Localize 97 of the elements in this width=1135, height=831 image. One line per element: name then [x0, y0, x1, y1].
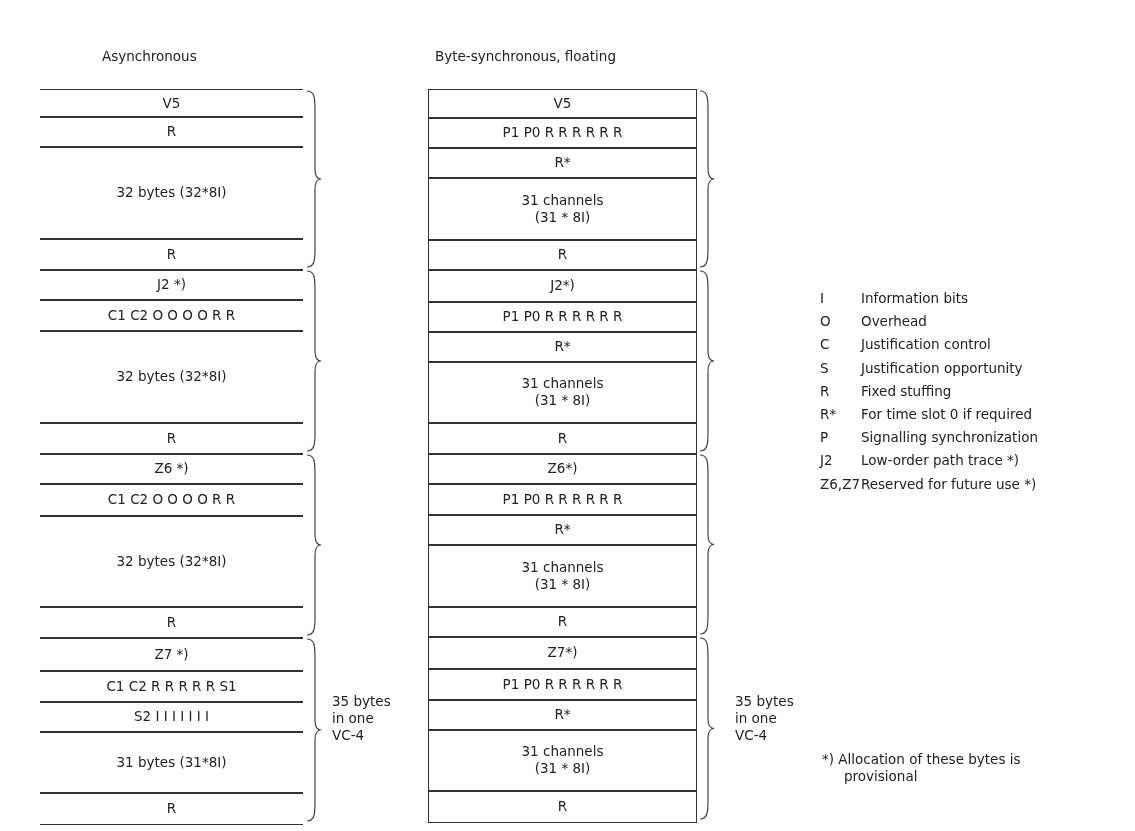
legend-description: Justification opportunity	[861, 359, 1023, 377]
legend-symbol: S	[820, 359, 829, 377]
table-row	[428, 331, 697, 363]
row-text: 32 bytes (32*8I)	[116, 368, 227, 386]
column-title: Byte-synchronous, floating	[435, 48, 616, 65]
row-text: R	[166, 429, 177, 447]
table-row	[40, 269, 303, 301]
table-row	[428, 269, 697, 303]
row-text: Z6*)	[547, 460, 578, 478]
table-row	[428, 301, 697, 333]
row-text: R	[557, 429, 568, 447]
table-row	[428, 606, 697, 638]
row-text: R	[557, 797, 568, 815]
table-row	[40, 731, 303, 794]
table-row	[40, 637, 303, 672]
table-row	[428, 544, 697, 608]
column-title: Asynchronous	[102, 48, 197, 65]
row-text: R	[557, 246, 568, 264]
row-text: C1 C2 O O O O R R	[107, 306, 236, 324]
legend-description: Overhead	[861, 313, 927, 331]
table-row	[40, 792, 303, 825]
row-text: 31 channels (31 * 8I)	[520, 743, 605, 778]
row-text: R	[166, 245, 177, 263]
row-text: V5	[162, 94, 181, 112]
row-text: R*	[554, 338, 571, 356]
brace-label: 35 bytes in one VC-4	[735, 693, 795, 744]
row-text: 31 bytes (31*8I)	[116, 753, 227, 771]
table-row	[40, 146, 303, 240]
row-text: R	[166, 799, 177, 817]
brace-label: 35 bytes in one VC-4	[332, 693, 392, 744]
row-text: 31 channels (31 * 8I)	[520, 191, 605, 226]
legend-description: Signalling synchronization	[861, 429, 1038, 447]
legend-description: Fixed stuffing	[861, 382, 952, 400]
table-row	[40, 606, 303, 639]
legend-description: For time slot 0 if required	[861, 406, 1033, 423]
table-row	[40, 299, 303, 332]
row-text: R*	[554, 706, 571, 724]
table-row	[40, 453, 303, 485]
legend-description: Information bits	[861, 290, 969, 307]
legend-symbol: J2	[820, 452, 833, 470]
row-text: C1 C2 O O O O R R	[107, 491, 236, 509]
row-text: P1 P0 R R R R R R	[502, 490, 623, 508]
table-row	[428, 117, 697, 149]
table-row	[40, 670, 303, 703]
row-text: 31 channels (31 * 8I)	[520, 375, 605, 410]
table-row	[428, 177, 697, 241]
table-row	[428, 422, 697, 455]
row-text: 32 bytes (32*8I)	[116, 184, 227, 202]
table-row	[40, 422, 303, 455]
legend-description: Low-order path trace *)	[861, 452, 1020, 470]
table-row	[428, 668, 697, 701]
legend-symbol: I	[820, 290, 824, 307]
table-row	[428, 453, 697, 485]
row-text: J2 *)	[157, 276, 186, 294]
table-row	[428, 483, 697, 516]
legend-description: Reserved for future use *)	[861, 475, 1037, 493]
table-row	[428, 239, 697, 271]
row-text: Z7*)	[547, 644, 578, 662]
row-text: P1 P0 R R R R R R	[502, 124, 623, 142]
footnote: *) Allocation of these bytes is provisional	[822, 751, 1022, 785]
legend-symbol: R*	[820, 406, 837, 423]
table-row	[40, 89, 303, 118]
table-row	[428, 729, 697, 792]
table-row	[428, 89, 697, 119]
row-text: R	[166, 123, 177, 141]
row-text: R	[557, 613, 568, 631]
legend-symbol: Z6,Z7	[820, 475, 860, 493]
legend-description: Justification control	[861, 336, 991, 354]
table-row	[428, 147, 697, 179]
table-row	[40, 238, 303, 271]
table-row	[40, 116, 303, 148]
row-text: 32 bytes (32*8I)	[116, 552, 227, 570]
row-text: P1 P0 R R R R R R	[502, 675, 623, 693]
row-text: 31 channels (31 * 8I)	[520, 558, 605, 593]
table-row	[40, 483, 303, 517]
table-row	[428, 514, 697, 546]
row-text: R*	[554, 154, 571, 172]
row-text: Z7 *)	[154, 645, 189, 663]
row-text: R*	[554, 521, 571, 539]
table-row	[40, 701, 303, 733]
row-text: P1 P0 R R R R R R	[502, 308, 623, 326]
table-row	[40, 330, 303, 424]
legend-symbol: R	[820, 382, 830, 400]
table-row	[428, 699, 697, 731]
legend-symbol: P	[820, 429, 829, 447]
legend-symbol: O	[820, 313, 831, 331]
row-text: V5	[553, 95, 572, 113]
row-text: C1 C2 R R R R R S1	[106, 677, 237, 695]
table-row	[40, 515, 303, 608]
row-text: J2*)	[550, 277, 575, 295]
row-text: R	[166, 613, 177, 631]
row-text: Z6 *)	[154, 460, 189, 478]
legend-symbol: C	[820, 336, 830, 354]
row-text: S2 I I I I I I I	[133, 708, 210, 726]
table-row	[428, 636, 697, 670]
table-row	[428, 790, 697, 823]
table-row	[428, 361, 697, 424]
